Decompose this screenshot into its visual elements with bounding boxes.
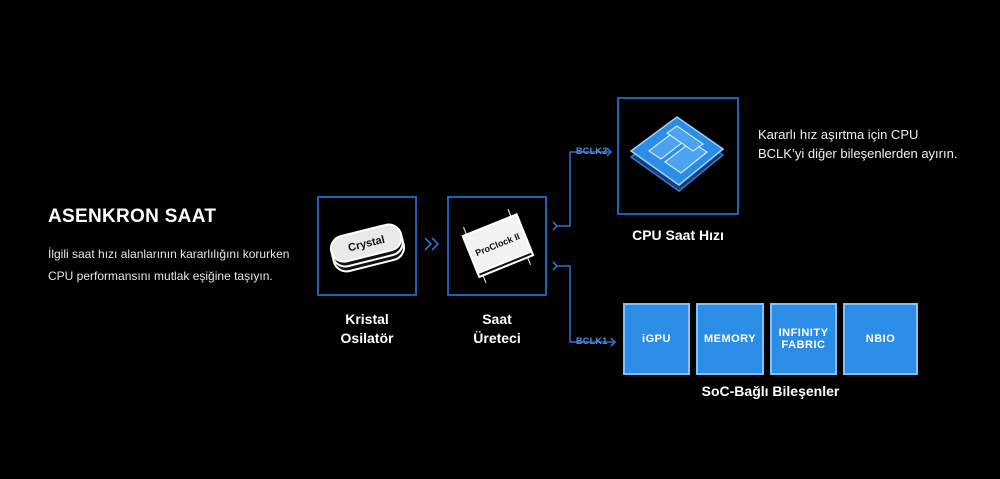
soc-item-label: INFINITY bbox=[778, 327, 829, 339]
soc-item-memory: MEMORY bbox=[696, 303, 764, 375]
soc-item-label: NBIO bbox=[865, 333, 896, 345]
bclk1-label: BCLK1 bbox=[576, 336, 608, 346]
clock-generator-box: ProClock II bbox=[447, 196, 547, 296]
cpu-box bbox=[617, 97, 739, 215]
clock-generator-label: Saat Üreteci bbox=[447, 310, 547, 348]
soc-item-label: iGPU bbox=[642, 333, 671, 345]
clock-chip-icon: ProClock II bbox=[461, 208, 535, 284]
chevron-right-icon bbox=[552, 147, 617, 347]
soc-label: SoC-Bağlı Bileşenler bbox=[701, 383, 840, 399]
crystal-label: Kristal Osilatör bbox=[317, 310, 417, 348]
cpu-note: Kararlı hız aşırtma için CPU BCLK’yi diğ… bbox=[758, 127, 958, 161]
soc-item-igpu: iGPU bbox=[623, 303, 690, 375]
cpu-die-icon bbox=[629, 116, 725, 192]
soc-item-nbio: NBIO bbox=[843, 303, 918, 375]
bclk2-label: BCLK2 bbox=[576, 146, 608, 156]
crystal-oscillator-icon: Crystal bbox=[329, 223, 406, 273]
section-title: ASENKRON SAAT bbox=[48, 206, 217, 227]
crystal-oscillator-box: Crystal bbox=[317, 196, 417, 296]
clock-generator-label-line2: Üreteci bbox=[473, 330, 521, 346]
crystal-label-line2: Osilatör bbox=[340, 330, 394, 346]
section-description: İlgili saat hızı alanlarının kararlılığı… bbox=[48, 247, 290, 283]
clock-generator-label-line1: Saat bbox=[482, 311, 512, 327]
soc-item-label-line2: FABRIC bbox=[781, 339, 826, 351]
cpu-label: CPU Saat Hızı bbox=[632, 227, 724, 243]
crystal-label-line1: Kristal bbox=[345, 311, 389, 327]
soc-item-infinity-fabric: INFINITY FABRIC bbox=[770, 303, 837, 375]
bclk-branch-lines bbox=[556, 151, 614, 343]
double-chevron-icon bbox=[424, 237, 440, 251]
soc-item-label: MEMORY bbox=[703, 333, 757, 345]
